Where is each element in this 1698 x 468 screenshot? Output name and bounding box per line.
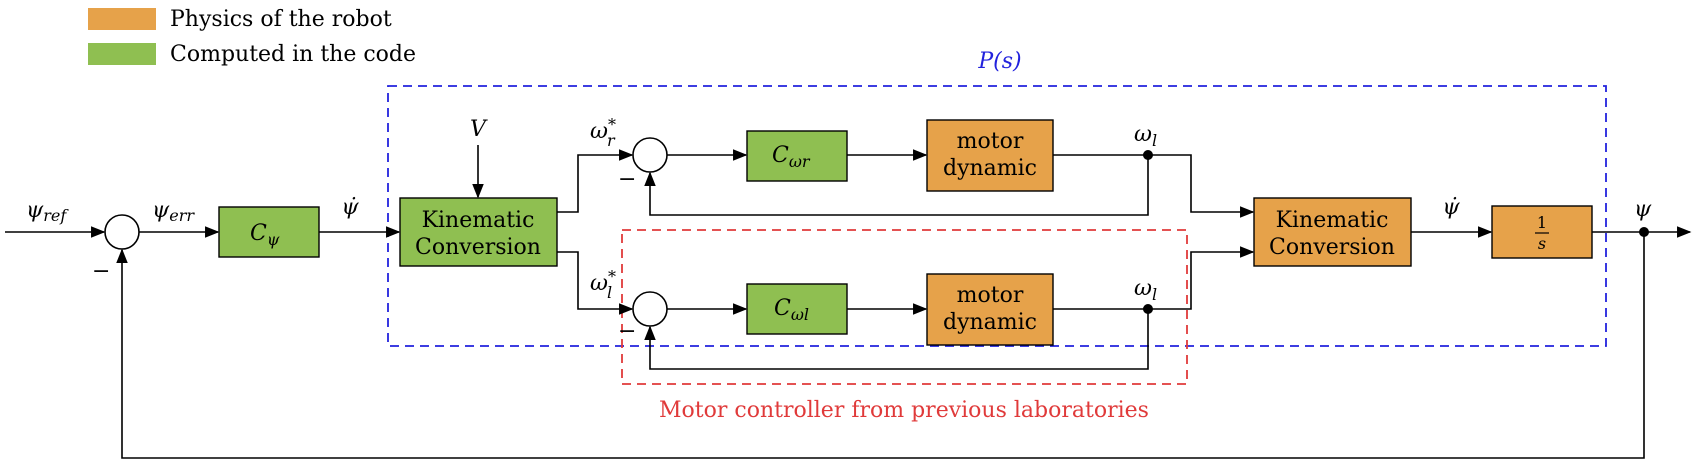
signal-v: V bbox=[470, 117, 488, 142]
sum-junction-right-wheel bbox=[632, 137, 668, 173]
signal-omega-r-star: ω*r bbox=[590, 115, 616, 150]
legend-label-physics: Physics of the robot bbox=[170, 7, 392, 32]
block-integrator-den: s bbox=[1538, 234, 1546, 253]
signal-omega-l-star: ω*l bbox=[590, 267, 616, 302]
minus-sign-right: − bbox=[618, 167, 636, 192]
minus-sign-left: − bbox=[618, 319, 636, 344]
block-motor-left-line2: dynamic bbox=[943, 310, 1037, 335]
block-integrator-num: 1 bbox=[1537, 213, 1547, 232]
signal-psi-dot-2: ψ̇ bbox=[1442, 195, 1460, 220]
signal-omega-bottom: ωl bbox=[1134, 276, 1157, 304]
block-c-omega-l bbox=[746, 283, 848, 335]
block-motor-dynamic-left bbox=[926, 273, 1054, 346]
sum-junction-left-wheel bbox=[632, 291, 668, 327]
block-c-omega-r bbox=[746, 130, 848, 182]
legend-swatch-physics bbox=[88, 8, 156, 30]
signal-psi: ψ bbox=[1634, 197, 1652, 222]
signal-psi-err: ψerr bbox=[152, 198, 195, 225]
block-kinematic-conversion-1 bbox=[399, 197, 558, 267]
block-kinematic-2-line2: Conversion bbox=[1269, 235, 1395, 260]
block-motor-left-line1: motor bbox=[957, 283, 1024, 308]
block-motor-right-line2: dynamic bbox=[943, 156, 1037, 181]
signal-psi-dot: ψ̇ bbox=[341, 195, 359, 220]
block-motor-right-line1: motor bbox=[957, 129, 1024, 154]
sum-junction-main bbox=[104, 214, 140, 250]
signal-omega-top: ωl bbox=[1134, 122, 1157, 150]
block-kinematic-conversion-2 bbox=[1253, 197, 1412, 267]
plant-boundary bbox=[387, 85, 1607, 347]
legend-label-code: Computed in the code bbox=[170, 42, 416, 67]
block-kinematic-2-line1: Kinematic bbox=[1276, 208, 1389, 233]
block-kinematic-1-line1: Kinematic bbox=[422, 208, 535, 233]
legend-swatch-code bbox=[88, 43, 156, 65]
signal-psi-ref: ψref bbox=[26, 198, 69, 225]
block-kinematic-1-line2: Conversion bbox=[415, 235, 541, 260]
plant-label: P(s) bbox=[977, 49, 1021, 74]
motor-controller-label: Motor controller from previous laborator… bbox=[659, 398, 1149, 423]
motor-controller-boundary bbox=[621, 229, 1188, 385]
minus-sign-main: − bbox=[92, 259, 110, 284]
block-motor-dynamic-right bbox=[926, 119, 1054, 192]
block-c-psi bbox=[218, 206, 320, 258]
